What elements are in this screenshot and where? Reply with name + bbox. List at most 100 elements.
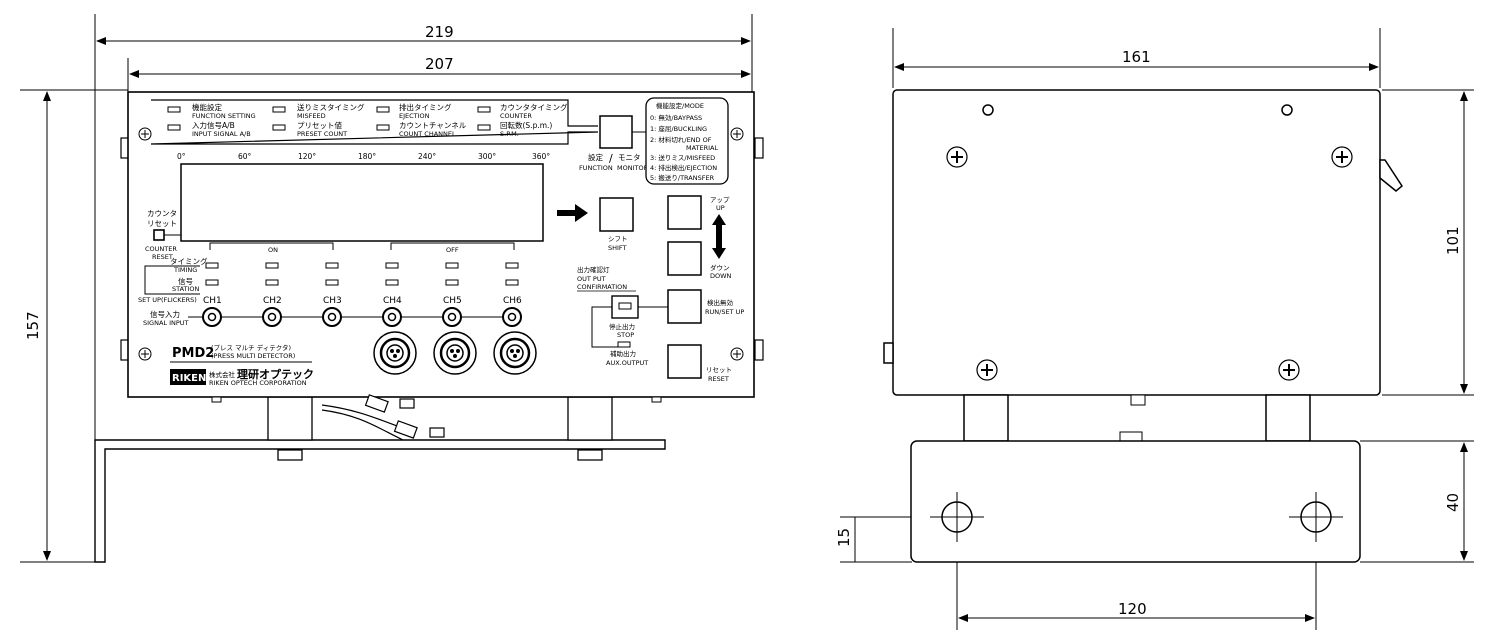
signal-en: SIGNAL INPUT xyxy=(143,319,189,327)
front-dimensions xyxy=(20,14,753,563)
channel-2: CH2 xyxy=(262,262,282,327)
shift-button[interactable] xyxy=(599,197,634,232)
down-button[interactable] xyxy=(667,241,702,276)
legend-en-4: EJECTION xyxy=(399,112,430,120)
channel-6: CH6 xyxy=(502,262,522,327)
connectors xyxy=(373,331,537,375)
side-screws xyxy=(946,104,1353,381)
shift-arrow-icon xyxy=(557,204,588,222)
mounting-holes xyxy=(930,492,1343,542)
legend-en-2: MISFEED xyxy=(297,112,326,120)
run-setup-button[interactable] xyxy=(667,289,702,324)
mode-item-4: 3: 送りミス/MISFEED xyxy=(650,153,715,162)
mode-item-2: 2: 材料切れ/END OF xyxy=(650,135,712,144)
mode-item-1: 1: 座屈/BUCKLING xyxy=(650,124,707,133)
side-body xyxy=(883,89,1403,563)
dim-15: 15 xyxy=(835,528,853,547)
down-en: DOWN xyxy=(710,272,732,280)
company-jp-small: 株式会社 xyxy=(209,370,236,379)
main-display xyxy=(180,163,544,242)
legend-jp-3: プリセット値 xyxy=(297,120,342,130)
legend-leds xyxy=(167,106,491,131)
off-label: OFF xyxy=(446,246,459,254)
ch4-label: CH4 xyxy=(383,296,402,306)
channel-3: CH3 xyxy=(322,262,342,327)
up-down-arrow-icon xyxy=(712,214,726,259)
function-jp: 設定 xyxy=(588,152,603,162)
legend-box xyxy=(150,99,599,145)
ch6-label: CH6 xyxy=(503,296,522,306)
off-bracket xyxy=(390,242,515,250)
dim-219: 219 xyxy=(425,23,454,41)
station-jp: 信号 xyxy=(178,276,193,286)
mode-item-0: 0: 無効/BAYPASS xyxy=(650,113,702,122)
panel-screws xyxy=(138,127,744,361)
dim-161: 161 xyxy=(1122,48,1151,66)
stop-jp: 停止出力 xyxy=(609,322,635,331)
mode-title: 機能設定/MODE xyxy=(656,101,704,110)
up-button[interactable] xyxy=(667,195,702,230)
function-en: FUNCTION xyxy=(579,164,613,172)
output-led xyxy=(618,302,632,310)
shift-jp: シフト xyxy=(608,235,628,243)
function-slash: / xyxy=(609,152,613,165)
channel-5: CH5 xyxy=(442,262,462,327)
dim-120: 120 xyxy=(1118,600,1147,618)
angle-0: 0° xyxy=(177,152,186,161)
legend-jp-5: カウントチャンネル xyxy=(399,121,467,130)
counter-reset-button[interactable] xyxy=(153,229,165,241)
output-connector xyxy=(591,306,618,348)
function-monitor-button[interactable] xyxy=(599,115,633,149)
side-dimensions xyxy=(840,28,1474,630)
out-jp: 出力確認灯 xyxy=(577,265,610,274)
on-label: ON xyxy=(268,246,278,254)
legend-jp-2: 送りミスタイミング xyxy=(297,102,365,112)
company-jp: 理研オプテック xyxy=(237,367,314,381)
aux-en: AUX.OUTPUT xyxy=(606,359,648,367)
cable xyxy=(321,394,445,441)
company-logo xyxy=(170,369,206,385)
angle-scale: 0° 60° 120° 180° 240° 300° 360° xyxy=(177,152,550,161)
shift-en: SHIFT xyxy=(608,244,627,252)
legend-en-0: FUNCTION SETTING xyxy=(192,112,256,120)
dim-207: 207 xyxy=(425,55,454,73)
legend-en-5: COUNT CHANNEL xyxy=(399,130,456,138)
mode-box xyxy=(645,97,729,185)
angle-4: 240° xyxy=(418,152,436,161)
legend-jp-7: 回転数(S.p.m.) xyxy=(500,120,552,130)
logo-text: RIKEN xyxy=(172,373,206,384)
reset-en: RESET xyxy=(708,375,729,383)
legend-en-3: PRESET COUNT xyxy=(297,130,347,138)
legend-jp-0: 機能設定 xyxy=(192,102,222,112)
company-en: RIKEN OPTECH CORPORATION xyxy=(209,379,307,387)
dim-40: 40 xyxy=(1444,493,1462,512)
counter-en2: RESET xyxy=(152,253,173,261)
ch2-label: CH2 xyxy=(263,296,282,306)
stop-en: STOP xyxy=(617,331,634,339)
legend-en-6: COUNTER xyxy=(500,112,532,120)
front-bracket xyxy=(94,439,666,563)
up-jp: アップ xyxy=(710,196,730,204)
ch1-label: CH1 xyxy=(203,296,222,306)
station-en: STATION xyxy=(172,285,200,293)
model-name: PMD2 xyxy=(172,346,214,361)
angle-5: 300° xyxy=(478,152,496,161)
up-en: UP xyxy=(716,204,725,212)
timing-jp: タイミング xyxy=(170,256,208,266)
legend-en-7: S.P.M. xyxy=(500,130,519,138)
on-bracket xyxy=(209,242,334,250)
setup-bracket xyxy=(144,265,200,295)
channel-1: CH1 xyxy=(202,262,222,327)
mode-item-5: 4: 排出検出/EJECTION xyxy=(650,163,717,172)
front-feet xyxy=(267,396,613,461)
angle-1: 60° xyxy=(238,152,252,161)
reset-button[interactable] xyxy=(667,344,702,379)
side-tabs xyxy=(120,137,764,361)
ch5-label: CH5 xyxy=(443,296,462,306)
reset-jp: リセット xyxy=(706,366,732,374)
out-en2: CONFIRMATION xyxy=(577,283,627,291)
dim-101: 101 xyxy=(1444,226,1462,255)
bottom-bumps xyxy=(211,396,662,403)
mode-item-3: MATERIAL xyxy=(686,144,719,152)
